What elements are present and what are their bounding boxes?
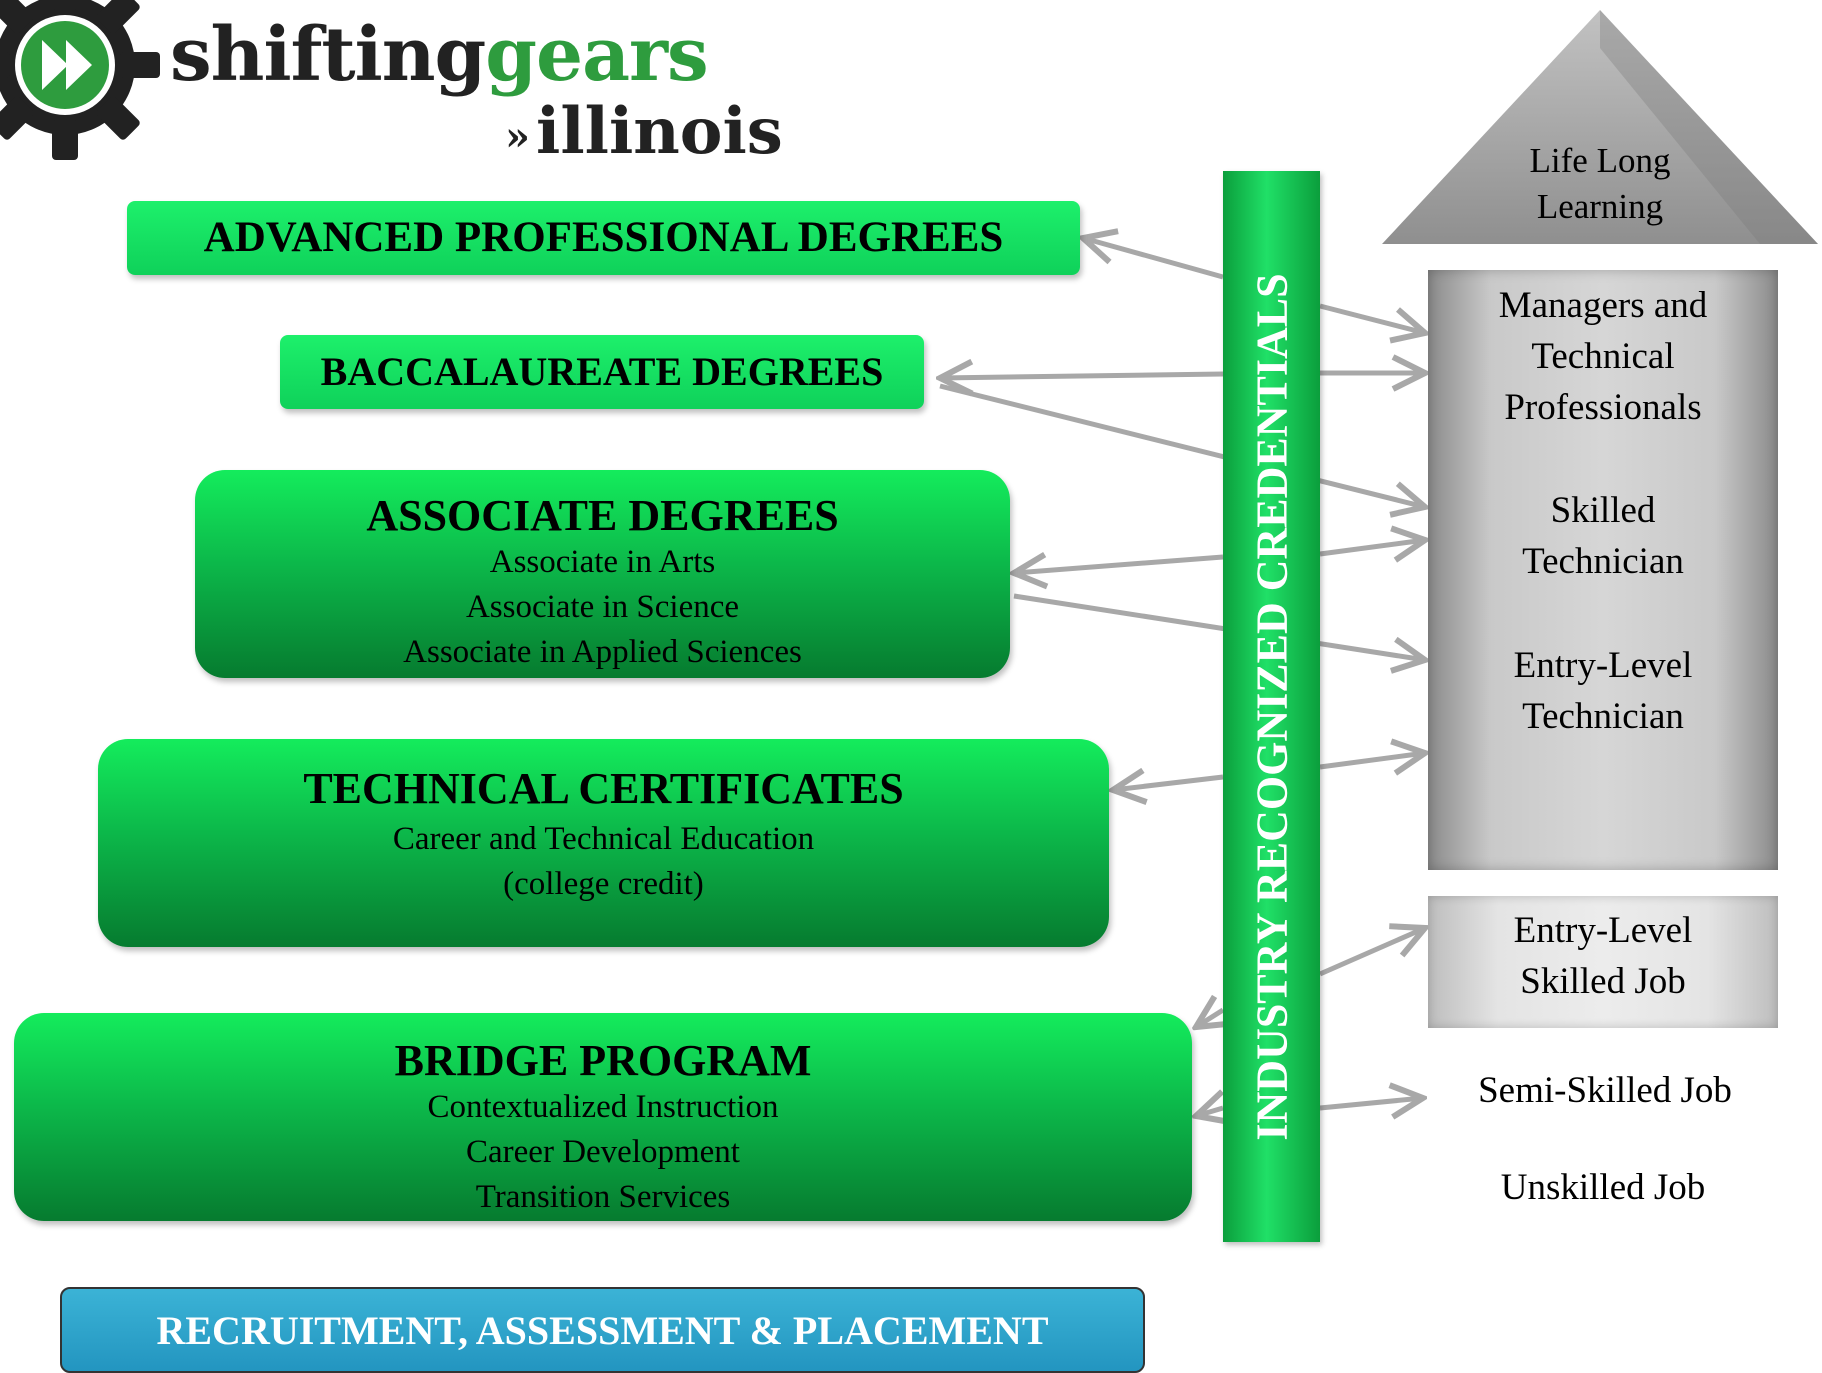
managers-line: Technical	[1531, 336, 1675, 378]
lifelong-learning-label: Life Long Learning	[1470, 138, 1730, 229]
entry-tech-line: Entry-Level	[1513, 645, 1693, 686]
gear-play-icon	[0, 0, 160, 160]
arrow-technical	[1113, 777, 1224, 790]
logo-word-shifting: shifting	[170, 12, 486, 98]
arrow-entry-skilled	[1318, 928, 1425, 977]
arrow-managers-a	[1319, 303, 1425, 333]
associate-line: Associate in Applied Sciences	[403, 634, 802, 671]
bridge-program-title: BRIDGE PROGRAM	[394, 1036, 812, 1085]
bridge-line: Contextualized Instruction	[427, 1089, 779, 1126]
baccalaureate-degrees-box: BACCALAUREATE DEGREES	[280, 335, 924, 409]
entry-skilled-job-box	[1428, 896, 1778, 1028]
baccalaureate-degrees-title: BACCALAUREATE DEGREES	[320, 349, 884, 394]
associate-degrees-box: ASSOCIATE DEGREES Associate in Arts Asso…	[195, 470, 1010, 678]
technical-certificates-title: TECHNICAL CERTIFICATES	[303, 764, 904, 813]
lifelong-line: Learning	[1536, 186, 1664, 226]
arrow-semi-skilled	[1319, 1098, 1423, 1108]
associate-line: Associate in Arts	[489, 544, 716, 581]
career-ladder-column	[1428, 270, 1778, 870]
lifelong-line: Life Long	[1529, 141, 1671, 180]
logo-word-gears: gears	[485, 12, 708, 98]
technical-line: Career and Technical Education	[392, 821, 815, 858]
arrow-associate-a	[1014, 557, 1224, 573]
logo-chevron-icon: »	[505, 112, 530, 160]
arrow-skilled-b	[1319, 540, 1425, 554]
advanced-degrees-title: ADVANCED PROFESSIONAL DEGREES	[203, 214, 1004, 261]
arrow-advanced	[1083, 238, 1224, 280]
managers-label: Managers and Technical Professionals	[1428, 280, 1778, 433]
bridge-program-box: BRIDGE PROGRAM Contextualized Instructio…	[14, 1013, 1192, 1221]
advanced-degrees-box: ADVANCED PROFESSIONAL DEGREES	[127, 201, 1080, 275]
recruitment-assessment-placement-box: RECRUITMENT, ASSESSMENT & PLACEMENT	[60, 1287, 1145, 1373]
arrow-bacc-skilled	[939, 383, 1425, 507]
entry-skilled-line: Entry-Level	[1513, 910, 1693, 951]
unskilled-job-label: Unskilled Job	[1500, 1167, 1706, 1208]
arrow-bridge-a	[1196, 1010, 1223, 1027]
managers-line: Professionals	[1504, 387, 1702, 429]
bridge-line: Transition Services	[475, 1179, 731, 1216]
associate-degrees-title: ASSOCIATE DEGREES	[366, 491, 839, 540]
lifelong-learning-triangle	[1382, 10, 1818, 244]
skilled-line: Skilled	[1550, 490, 1656, 531]
bridge-line: Career Development	[466, 1134, 740, 1171]
industry-credentials-label: INDUSTRY RECOGNIZED CREDENTIALS	[1247, 272, 1296, 1141]
industry-credentials-bar: INDUSTRY RECOGNIZED CREDENTIALS	[1223, 171, 1320, 1242]
logo-word-illinois: illinois	[536, 94, 783, 169]
technical-certificates-box: TECHNICAL CERTIFICATES Career and Techni…	[98, 739, 1109, 947]
arrow-entry-tech	[1319, 753, 1425, 767]
arrow-associate-b	[1013, 593, 1425, 660]
entry-skilled-line: Skilled Job	[1520, 961, 1686, 1003]
logo-wordmark: shiftinggears	[170, 18, 709, 92]
technical-line: (college credit)	[503, 866, 704, 903]
arrow-bridge-b	[1196, 1108, 1223, 1116]
skilled-line: Technician	[1522, 541, 1684, 583]
arrow-baccalaureate	[940, 374, 1224, 378]
associate-line: Associate in Science	[465, 589, 740, 626]
entry-skilled-job-label: Entry-Level Skilled Job	[1428, 905, 1778, 1007]
semi-skilled-job-label: Semi-Skilled Job	[1478, 1070, 1732, 1111]
entry-technician-label: Entry-Level Technician	[1428, 640, 1778, 742]
managers-line: Managers and	[1498, 285, 1708, 326]
entry-tech-line: Technician	[1522, 696, 1684, 738]
skilled-technician-label: Skilled Technician	[1428, 485, 1778, 587]
logo-state: »illinois	[505, 100, 783, 164]
